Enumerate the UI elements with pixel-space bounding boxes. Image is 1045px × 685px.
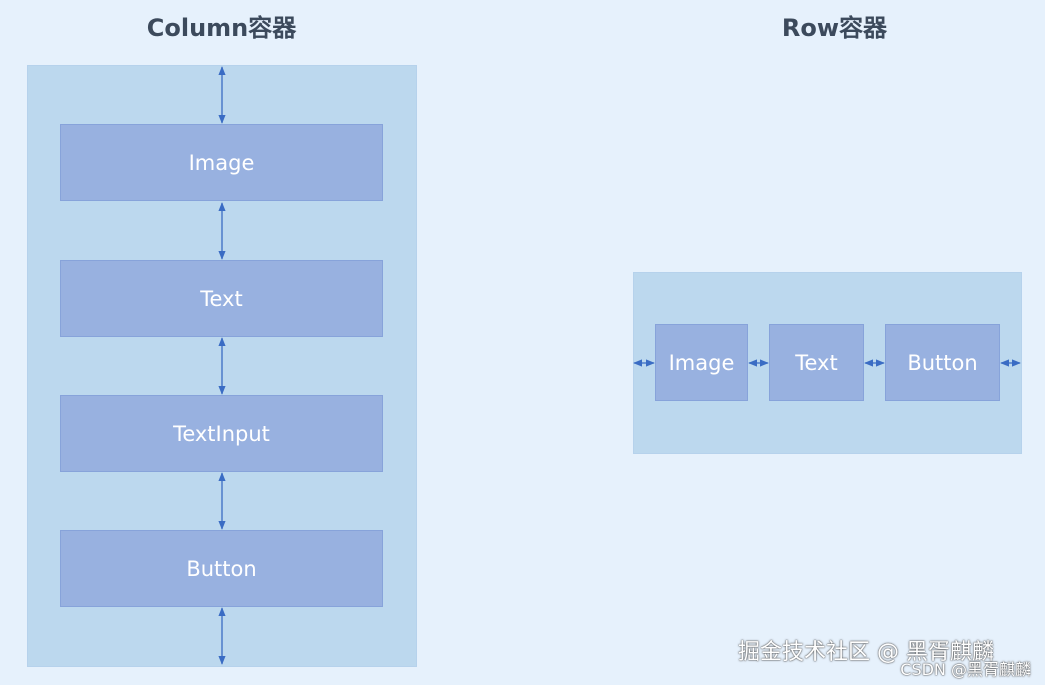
column-image-box: Image	[60, 124, 383, 201]
row-container-title: Row容器	[781, 14, 888, 42]
row-image-box: Image	[655, 324, 748, 401]
row-button-box: Button	[885, 324, 1000, 401]
row-text-box: Text	[769, 324, 864, 401]
column-container-title: Column容器	[146, 14, 297, 42]
column-button-box: Button	[60, 530, 383, 607]
watermark-juejin: 掘金技术社区 @ 黑胥麒麟	[738, 640, 994, 665]
column-text-box: Text	[60, 260, 383, 337]
watermark-csdn: CSDN @黑胥麒麟	[900, 660, 1031, 679]
column-textinput-box: TextInput	[60, 395, 383, 472]
